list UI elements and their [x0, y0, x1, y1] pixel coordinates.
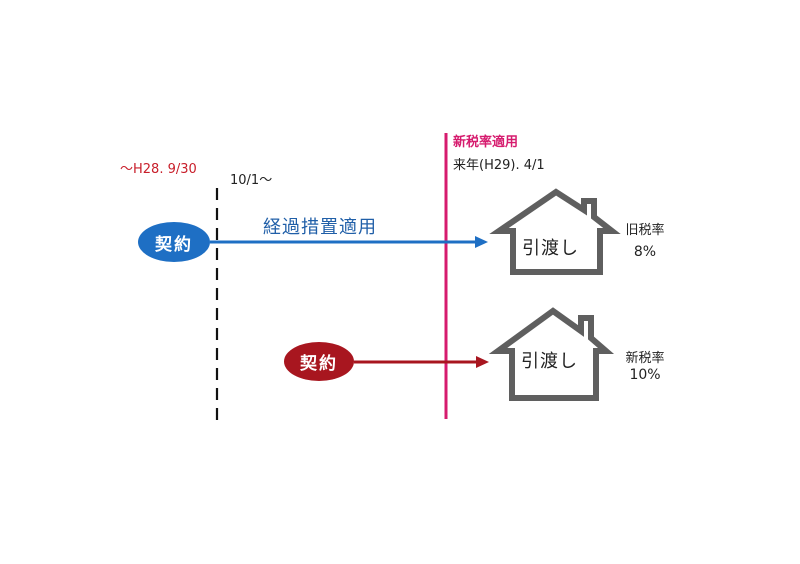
- transition-measure-label: 経過措置適用: [263, 217, 377, 238]
- house-icon: [489, 188, 621, 275]
- bottom-flow-arrowhead: [476, 356, 489, 368]
- old-rate-value: 8%: [633, 244, 657, 260]
- new-rate-name: 新税率: [625, 351, 665, 366]
- contract-badge-bottom: 契約: [284, 342, 354, 381]
- top-flow-arrowhead: [475, 236, 488, 248]
- new-rate-value: 10%: [629, 367, 661, 383]
- handover-label-bottom: 引渡し: [521, 351, 578, 372]
- house-icon: [488, 307, 615, 401]
- handover-label-top: 引渡し: [522, 238, 579, 259]
- new-rate-effective-date: 来年(H29). 4/1: [453, 158, 545, 173]
- contract-badge-top: 契約: [138, 222, 210, 262]
- contract-cutoff-date: 〜H28. 9/30: [120, 162, 197, 177]
- old-rate-name: 旧税率: [625, 223, 665, 238]
- transition-start-date: 10/1〜: [230, 173, 273, 188]
- new-rate-title: 新税率適用: [453, 135, 519, 150]
